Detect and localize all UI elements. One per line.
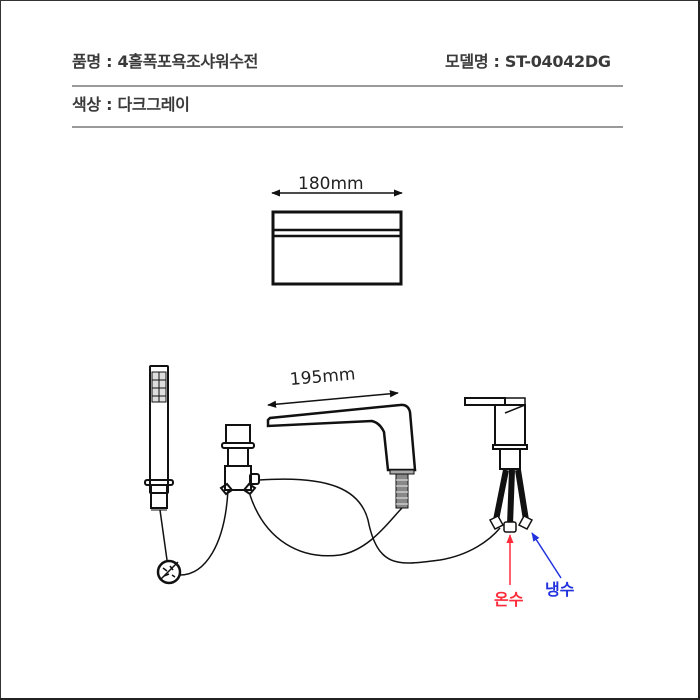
product-name: 품명 : 4홀폭포욕조샤워수전	[72, 52, 259, 71]
model-number: 모델명 : ST-04042DG	[445, 52, 611, 71]
color-spec: 색상 : 다크그레이	[72, 95, 190, 114]
top-view	[271, 189, 403, 286]
waterfall-spout	[266, 390, 417, 509]
hot-water-label: 온수	[494, 590, 524, 609]
cold-water-label: 냉수	[545, 580, 575, 599]
divider-1	[72, 85, 623, 87]
divider-2	[72, 126, 623, 128]
top-view-dimension: 180mm	[298, 174, 364, 194]
diverter-valve	[219, 424, 260, 496]
mixer-lever	[464, 397, 534, 533]
hose-weight	[156, 559, 182, 585]
hand-shower	[144, 365, 174, 511]
cold-water-arrow	[531, 532, 562, 579]
frame-edge-bottom	[0, 698, 700, 700]
frame-edge-right	[698, 0, 700, 700]
side-view	[144, 365, 534, 585]
